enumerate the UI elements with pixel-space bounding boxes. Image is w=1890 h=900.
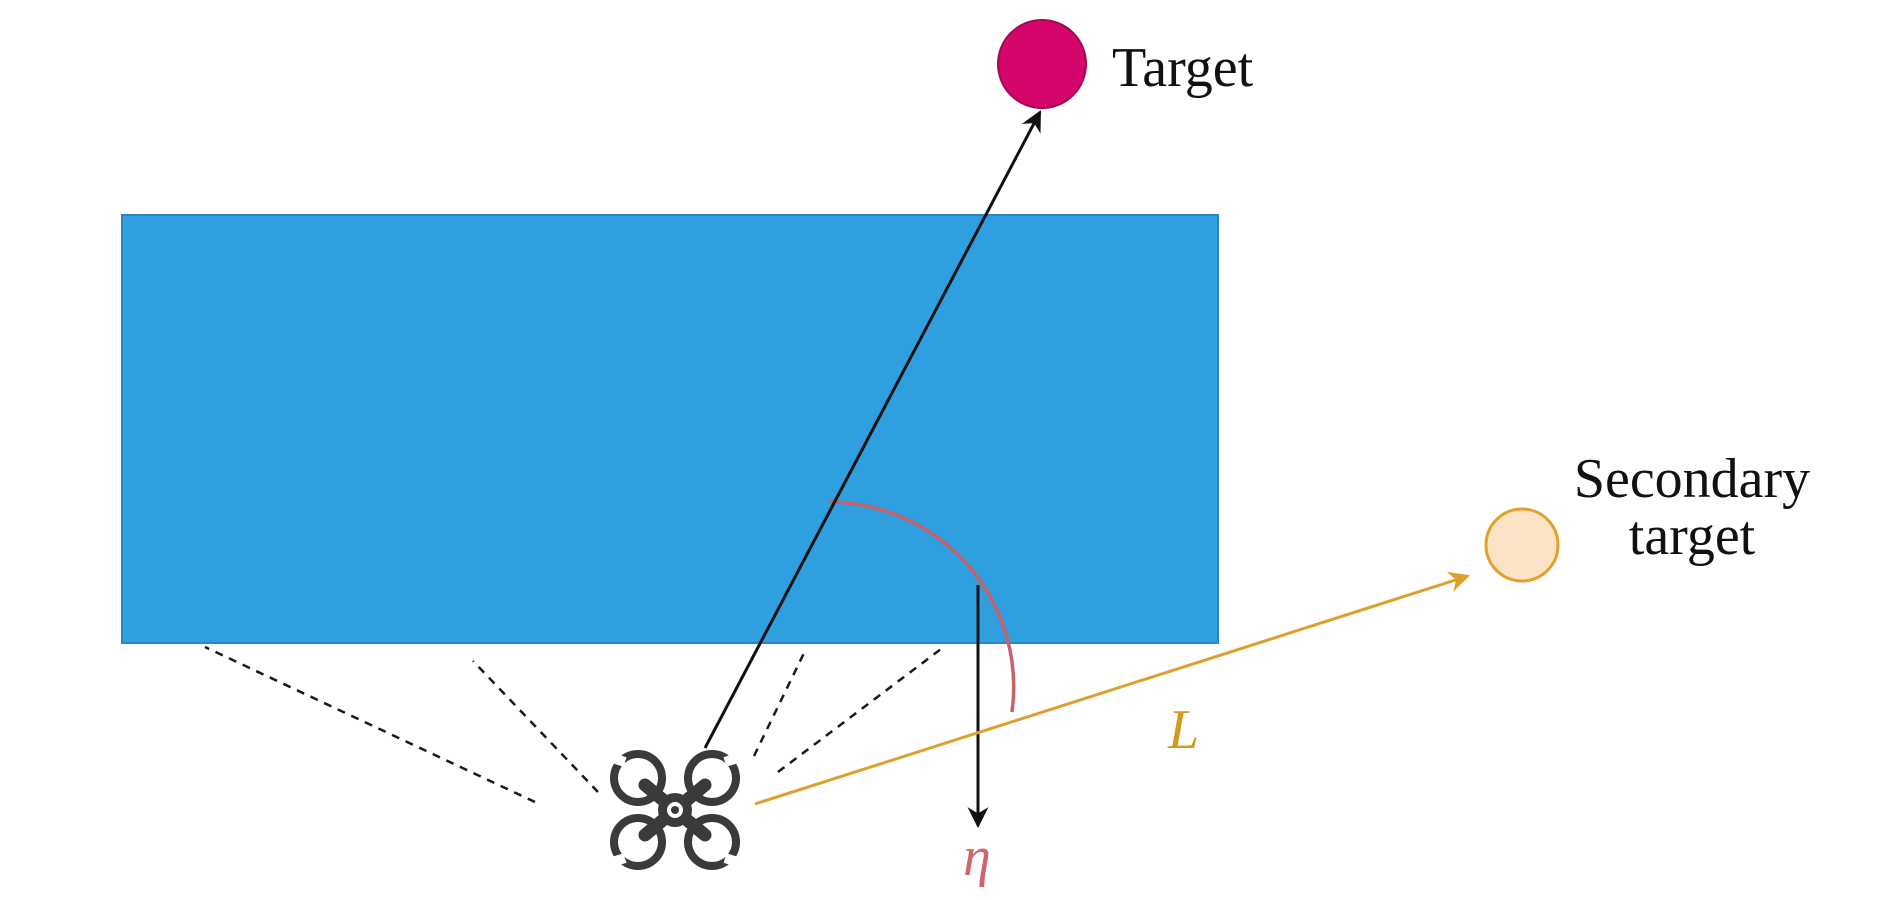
sensor-ray [752,650,807,757]
secondary-target-arrow [754,571,1471,806]
sensor-rays [204,645,946,804]
sensor-ray [777,645,946,773]
distance-label: L [1167,699,1199,761]
target-label: Target [1112,37,1254,99]
obstacle-rectangle [121,214,1219,644]
target-direction-arrow [703,110,1042,749]
secondary-target-label-line2: target [1629,505,1756,567]
secondary-target-marker [1484,507,1560,583]
sensor-ray [204,645,536,804]
sensor-ray [472,660,599,793]
secondary-target-label-line1: Secondary [1574,448,1810,510]
angle-label: η [963,826,991,888]
angle-arc [829,500,1016,713]
quadcopter-drone-icon [598,749,752,871]
target-marker [997,19,1087,109]
